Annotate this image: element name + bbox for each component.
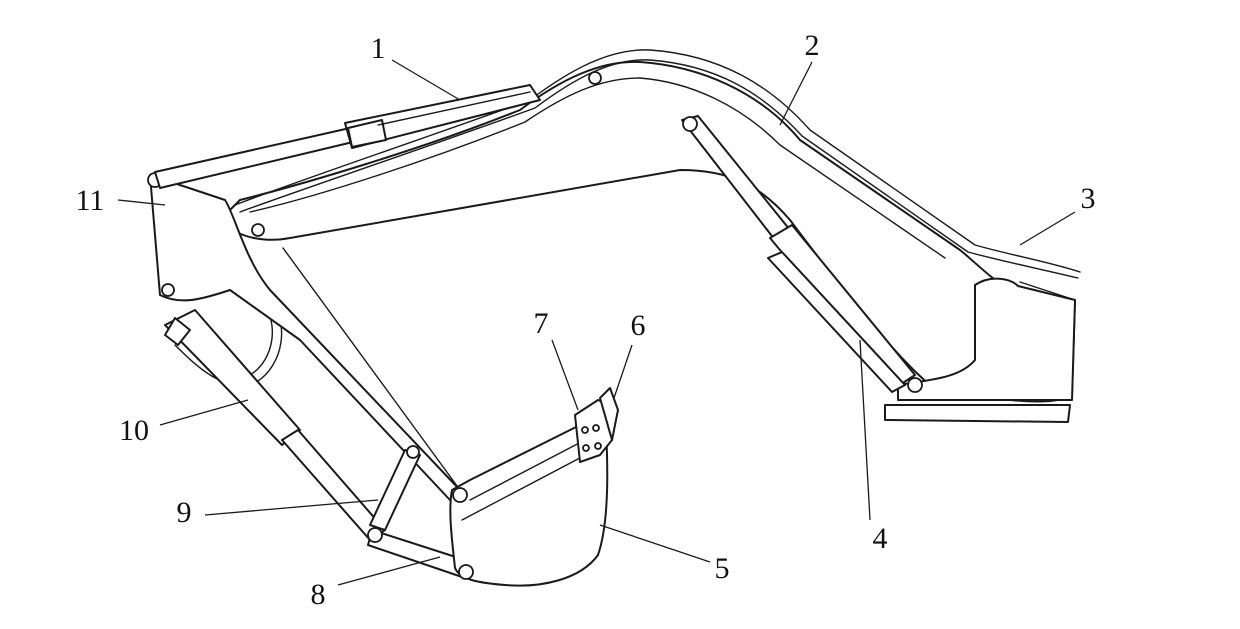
label-10: 10 [119, 414, 149, 447]
bucket-link-pin [458, 564, 474, 580]
label-6: 6 [631, 309, 646, 342]
label-9: 9 [177, 496, 192, 529]
label-8: 8 [311, 578, 326, 611]
callout-labels: 1 2 3 4 5 6 7 8 9 10 11 [76, 29, 1096, 611]
label-4: 4 [873, 522, 888, 555]
boom-root-pin [251, 223, 265, 237]
label-2: 2 [805, 29, 820, 62]
label-1: 1 [371, 32, 386, 65]
bucket-cylinder [164, 309, 386, 541]
label-11: 11 [76, 184, 105, 217]
label-7: 7 [534, 307, 549, 340]
leader-lines [117, 59, 1076, 586]
label-3: 3 [1081, 182, 1096, 215]
bucket [449, 409, 609, 587]
boom-top-pin [588, 71, 602, 85]
boom-cylinder [681, 115, 923, 393]
bucket-pivot-pin [452, 487, 468, 503]
bucket-teeth [574, 387, 619, 463]
arm-lower-pin [161, 283, 175, 297]
connecting-link [367, 527, 466, 579]
link-rod [369, 445, 421, 531]
boom [223, 60, 1076, 403]
arm-cylinder [154, 84, 541, 189]
label-5: 5 [715, 552, 730, 585]
base-frame [884, 277, 1076, 423]
